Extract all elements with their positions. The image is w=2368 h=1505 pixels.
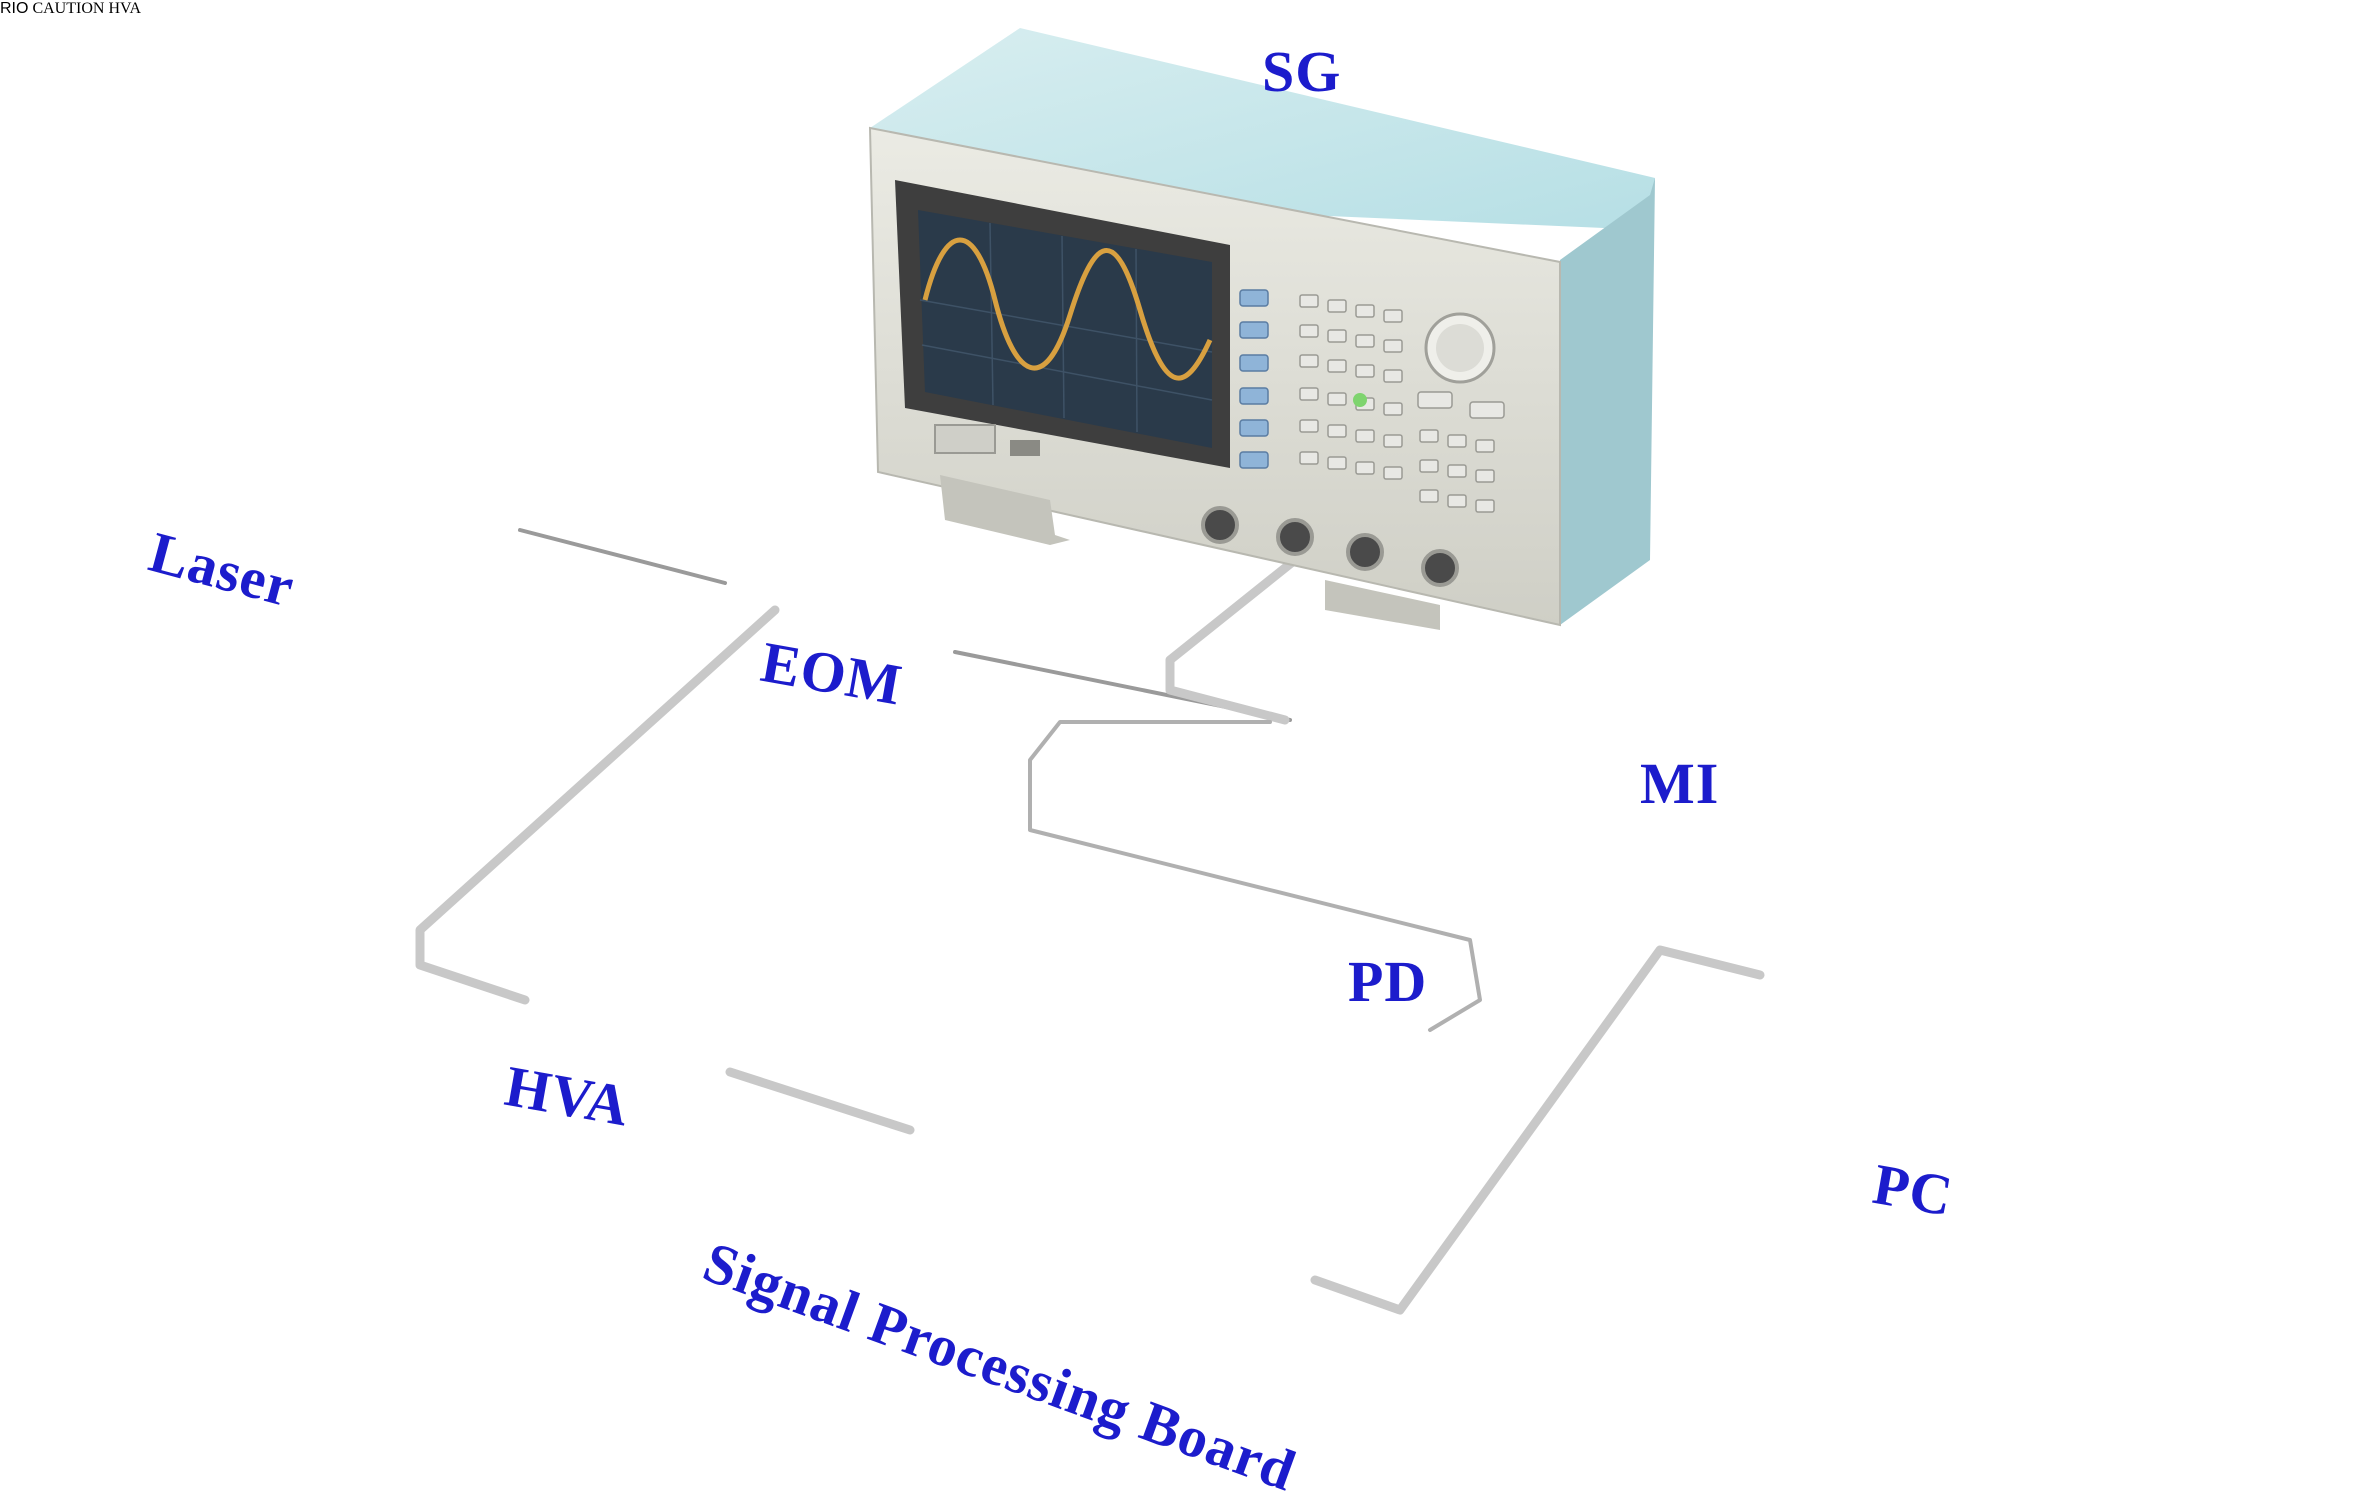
- laser-module: RIO CAUTION: [0, 0, 108, 17]
- experimental-setup-diagram: [415, 28, 1765, 1315]
- laser-top: RIO CAUTION: [0, 0, 108, 17]
- sg-foot-left: [940, 475, 1070, 545]
- label-mi: MI: [1640, 751, 1720, 816]
- sg-soft-keys: [1239, 289, 1269, 469]
- laser-front: RIO CAUTION: [0, 0, 108, 17]
- sg-sine-wave: [922, 237, 1213, 381]
- cable-board-to-pc: [1310, 945, 1765, 1315]
- label-pd: PD: [1348, 949, 1428, 1014]
- fiber-laser-to-eom: [518, 528, 727, 585]
- fiber-mi-to-pd: [1028, 720, 1482, 1032]
- hva-top: HVA: [108, 0, 141, 17]
- laser-brand-logo: RIO: [0, 0, 29, 17]
- laser-warning-label: CAUTION: [32, 0, 108, 17]
- hva-amplifier: HVA: [108, 0, 141, 17]
- cable-hva-to-board: [725, 1067, 915, 1135]
- signal-generator: [868, 28, 1655, 630]
- sg-foot-right: [1325, 580, 1440, 630]
- cables: [415, 520, 1765, 1315]
- sg-usb-port: [1010, 440, 1040, 456]
- hva-side: HVA: [108, 0, 141, 17]
- sg-drive-slot: [934, 424, 996, 454]
- label-pc: PC: [1868, 1150, 1958, 1229]
- laser-warning-text: CAUTION: [32, 0, 105, 17]
- cable-eom-to-hva: [415, 605, 780, 1005]
- hva-front: HVA: [108, 0, 141, 17]
- sg-keypad: [1299, 294, 1495, 513]
- laser-warning-triangle-icon: CAUTION: [32, 0, 108, 17]
- sg-side-panel: [1560, 178, 1655, 625]
- hva-marking: HVA: [108, 0, 142, 17]
- sg-bnc-connectors: [1201, 506, 1459, 587]
- laser-side: RIO CAUTION: [0, 0, 108, 17]
- sg-indicator-led: [1353, 393, 1367, 407]
- label-sg: SG: [1262, 39, 1342, 104]
